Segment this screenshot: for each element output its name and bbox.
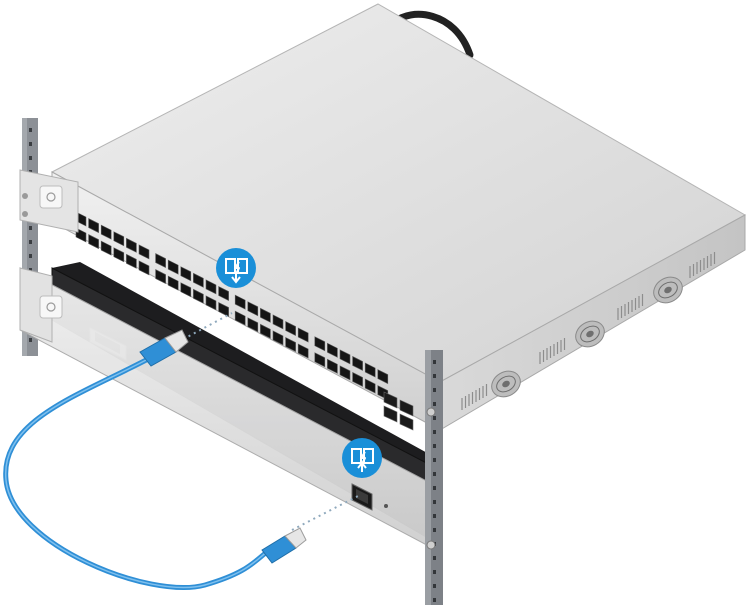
switch-port [155,253,166,269]
switch-port [327,342,338,358]
switch-port [260,307,271,323]
switch-port [247,301,259,317]
rack-post-right [425,350,443,605]
switch-port [352,371,363,387]
appliance-top-edge [52,262,440,470]
switch-port [234,294,246,310]
switch-port [100,224,112,240]
switch-port [247,317,259,333]
switch-port [155,269,166,285]
switch-port [272,314,284,330]
cable-connector-appliance-end [261,527,307,564]
switch-port [352,355,363,371]
switch-logo-icon [39,185,63,209]
switch-port [193,272,204,288]
switch-port [205,295,217,311]
switch-port [364,362,376,378]
switch-port [218,285,229,301]
guide-line-appliance [291,494,361,531]
switch-port [100,240,112,256]
switch-port [339,349,351,365]
switch-port [314,352,326,368]
network-port-plug-in-icon [342,438,382,478]
switch-port [377,369,389,385]
switch-port [88,218,99,234]
switch-port [364,378,376,394]
switch-port [339,365,351,381]
switch-port [297,343,309,359]
network-port-plug-in-icon [216,248,256,288]
switch-chassis [50,3,747,431]
switch-port [260,323,271,339]
switch-port [234,310,246,326]
switch-port [167,259,179,275]
switch-port [285,320,296,336]
switch-port [138,260,150,276]
switch-sfp-ports [383,391,414,431]
switch-port [205,279,217,295]
appliance-led [384,504,388,508]
switch-port [218,301,229,317]
switch-port [88,234,99,250]
cable-connector-switch-end [139,329,189,367]
switch-port [285,336,296,352]
switch-port [180,282,192,298]
switch-vents [461,252,716,410]
switch-port [314,336,326,352]
switch-port [113,231,125,247]
switch-port [297,327,309,343]
guide-line-switch [177,312,233,343]
switch-rack-ear [19,169,79,233]
switch-port [327,358,338,374]
switch-port [193,288,204,304]
appliance-logo-icon [39,295,63,319]
switch-port-array [75,211,389,401]
switch-port [126,253,137,269]
switch-port [113,247,125,263]
switch-port [180,266,192,282]
switch-port [126,237,137,253]
switch-port [138,244,150,260]
switch-port [167,275,179,291]
switch-port [272,330,284,346]
switch-fans [491,276,683,398]
